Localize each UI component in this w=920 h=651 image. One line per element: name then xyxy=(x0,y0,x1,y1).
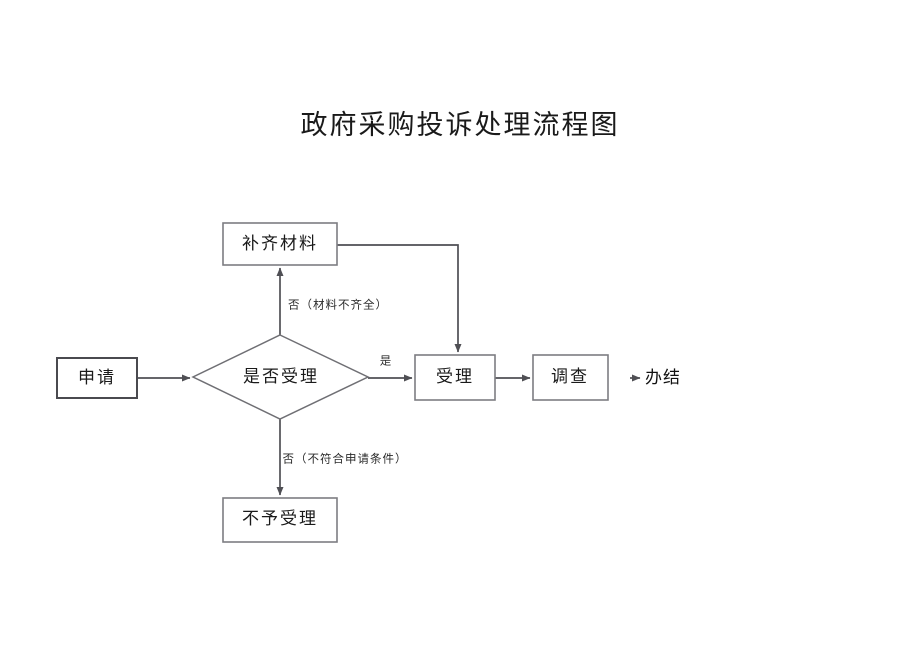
edge-line xyxy=(337,244,462,353)
node-apply-label: 申请 xyxy=(78,368,116,387)
node-investigate-label: 调查 xyxy=(551,367,589,386)
node-close: 办结 xyxy=(645,368,681,387)
node-investigate-shape[interactable] xyxy=(532,354,609,401)
node-apply[interactable]: 申请 xyxy=(56,357,138,399)
node-accept-label: 受理 xyxy=(436,367,474,386)
node-supplement[interactable]: 补齐材料 xyxy=(222,222,338,266)
node-reject[interactable]: 不予受理 xyxy=(222,497,338,543)
node-reject-label: 不予受理 xyxy=(242,509,318,528)
node-decision[interactable]: 是否受理 xyxy=(191,334,370,420)
edge-decision-to-supplement: 否（材料不齐全） xyxy=(276,267,388,335)
edge-label-material-incomplete: 否（材料不齐全） xyxy=(288,298,388,312)
node-accept[interactable]: 受理 xyxy=(414,354,496,401)
edge-group: 否（材料不齐全） 是 否（不符合申请条件） xyxy=(137,244,641,496)
node-decision-label: 是否受理 xyxy=(243,367,319,386)
page-title: 政府采购投诉处理流程图 xyxy=(300,110,620,140)
node-close-label: 办结 xyxy=(645,368,681,387)
node-decision-shape[interactable] xyxy=(191,334,370,420)
edge-label-yes: 是 xyxy=(380,355,393,368)
edge-decision-to-accept: 是 xyxy=(368,355,413,382)
node-group: 申请 补齐材料 是否受理 受理 调查 xyxy=(56,222,681,543)
node-reject-shape[interactable] xyxy=(222,497,338,543)
node-supplement-label: 补齐材料 xyxy=(242,234,318,253)
node-apply-shape[interactable] xyxy=(56,357,138,399)
node-investigate[interactable]: 调查 xyxy=(532,354,609,401)
edge-decision-to-reject: 否（不符合申请条件） xyxy=(276,419,408,496)
edge-label-not-qualified: 否（不符合申请条件） xyxy=(283,452,408,466)
node-supplement-shape[interactable] xyxy=(222,222,338,266)
edge-supplement-to-accept xyxy=(337,244,462,353)
node-accept-shape[interactable] xyxy=(414,354,496,401)
